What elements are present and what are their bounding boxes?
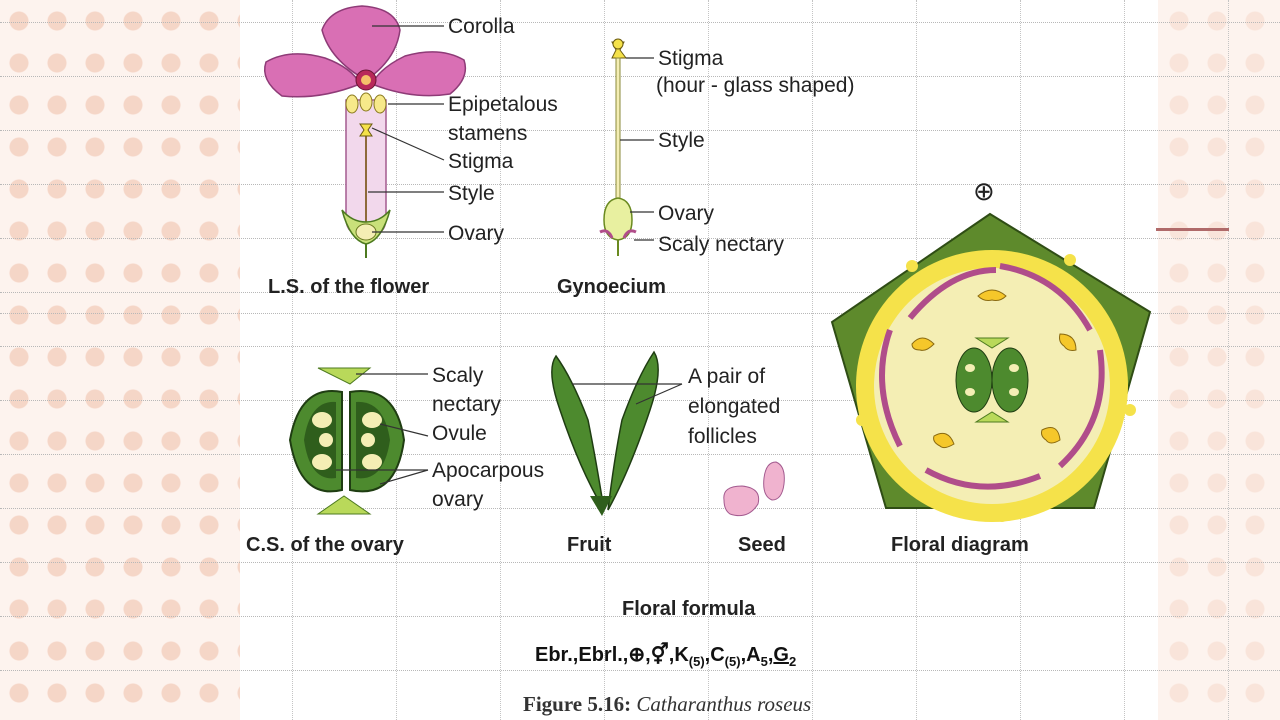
formula-bisexual: ⚥ [650,644,669,666]
background-dots-left [0,0,240,720]
formula-calyx-count: (5) [688,654,705,669]
label-stigma-gynoecium: Stigma [658,47,724,70]
formula-calyx: K [674,644,689,666]
formula-gynoecium-count: 2 [788,654,797,669]
label-epipetalous: Epipetalous [448,93,558,116]
grid-line [0,616,1280,617]
grid-line [0,454,1280,455]
caption-fruit: Fruit [567,534,612,556]
formula-actinomorphic: ⊕ [628,644,646,666]
figure-number: Figure 5.16: [523,692,632,716]
actinomorphic-symbol: ⊕ [973,176,995,206]
formula-gynoecium: G [773,644,789,666]
label-stigma-note: (hour - glass shaped) [656,74,855,97]
ovary-cs-illustration [288,367,429,515]
label-ovary-gynoecium: Ovary [658,202,715,225]
grid-line [0,313,1280,314]
label-fruit-line3: follicles [688,425,757,448]
label-scaly-nectary: Scaly nectary [658,233,785,256]
caption-ls-flower: L.S. of the flower [268,276,430,298]
grid-line [0,238,1280,239]
label-apocarpous: Apocarpous [432,459,545,482]
grid-line [0,670,1280,671]
grid-line [500,0,501,720]
grid-line [0,292,1280,293]
flower-ls-illustration [264,5,467,258]
label-corolla: Corolla [448,15,515,38]
seed-illustration [723,461,785,517]
grid-line [812,0,813,720]
caption-gynoecium: Gynoecium [557,276,666,298]
formula-prefix: Ebr.,Ebrl., [535,644,629,666]
figure-caption: Figure 5.16: Catharanthus roseus [523,692,811,717]
label-stigma-flower: Stigma [448,150,514,173]
grid-line [0,130,1280,131]
formula-androecium-count: 5 [760,654,768,669]
grid-line [0,508,1280,509]
grid-line [0,22,1280,23]
label-style-gynoecium: Style [658,129,705,152]
grid-line [292,0,293,720]
label-stamens: stamens [448,122,528,145]
fruit-illustration [551,350,683,516]
caption-seed: Seed [738,534,786,556]
label-fruit-line1: A pair of [688,365,766,388]
figure-species: Catharanthus roseus [636,692,812,716]
label-fruit-line2: elongated [688,395,781,418]
grid-line [0,346,1280,347]
label-scaly: Scaly [432,364,484,387]
label-nectary: nectary [432,393,501,416]
formula-corolla-count: (5) [724,654,741,669]
floral-diagram-illustration [830,212,1152,522]
background-dots-right [1160,0,1280,720]
gynoecium-illustration [599,38,654,256]
accent-line [1156,228,1229,231]
grid-line [0,76,1280,77]
floral-formula: Ebr.,Ebrl.,⊕,⚥,K(5),C(5),A5,G2 [535,644,797,669]
label-ovary-flower: Ovary [448,222,505,245]
caption-cs-ovary: C.S. of the ovary [246,534,404,556]
formula-corolla: C [710,644,725,666]
label-ovule: Ovule [432,422,487,445]
caption-floral-diagram: Floral diagram [891,534,1029,556]
label-style-flower: Style [448,182,495,205]
grid-line [708,0,709,720]
floral-formula-title: Floral formula [622,598,756,620]
label-ovary-cs: ovary [432,488,484,511]
grid-line [604,0,605,720]
grid-line [0,184,1280,185]
grid-line [0,562,1280,563]
grid-line [396,0,397,720]
formula-androecium: A [746,644,761,666]
grid-line [1228,0,1229,720]
